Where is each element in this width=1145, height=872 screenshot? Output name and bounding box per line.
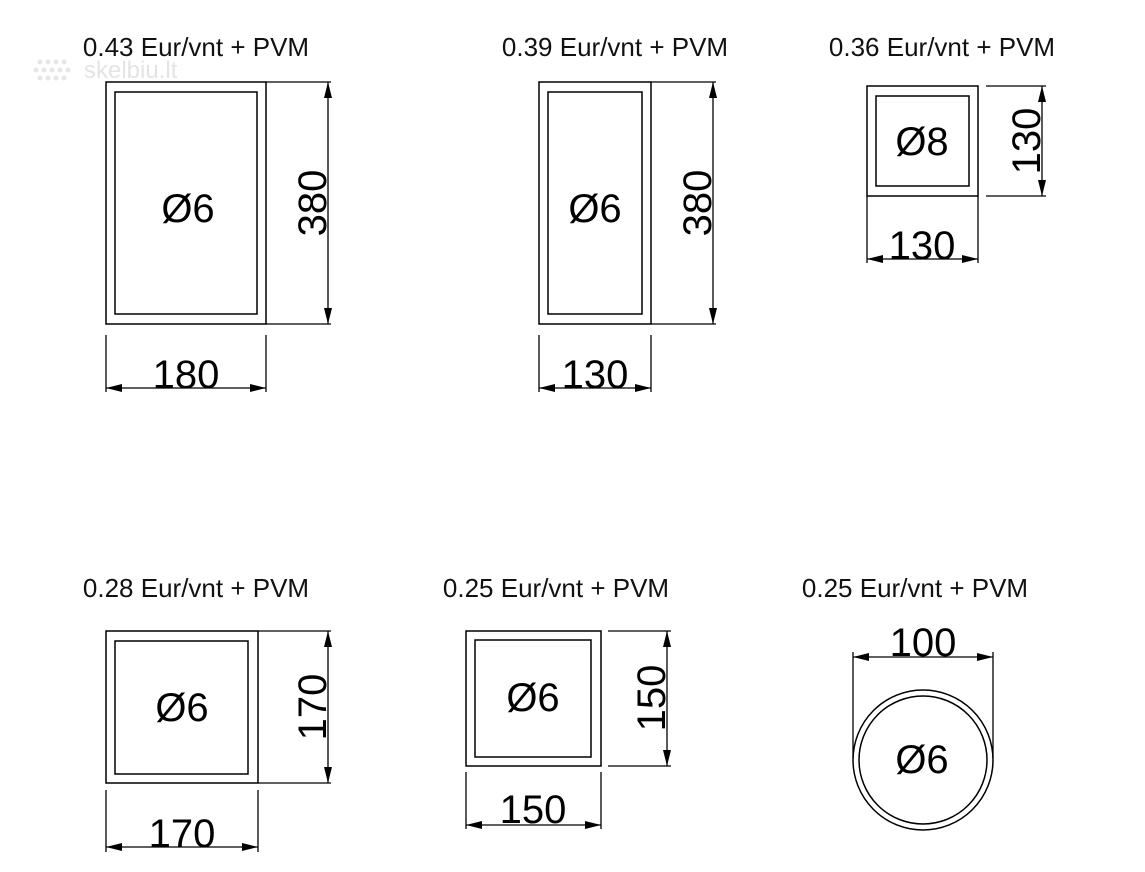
arrowhead [242, 843, 258, 851]
arrowhead [853, 653, 869, 661]
arrowhead [663, 631, 671, 647]
height-label: 170 [291, 674, 335, 741]
item-rect-130x380: 0.39 Eur/vnt + PVM Ø6 380 130 [502, 32, 728, 397]
arrowhead [324, 631, 332, 647]
arrowhead [539, 384, 555, 392]
width-label: 130 [889, 224, 956, 268]
arrowhead [663, 750, 671, 766]
width-label: 150 [500, 788, 567, 832]
item-price: 0.39 Eur/vnt + PVM [502, 32, 728, 62]
width-label: 170 [149, 812, 216, 856]
arrowhead [709, 308, 717, 324]
diameter-label: Ø6 [506, 676, 559, 720]
arrowhead [466, 821, 482, 829]
height-label: 130 [1005, 108, 1049, 175]
item-price: 0.28 Eur/vnt + PVM [83, 573, 309, 603]
diameter-label: Ø8 [895, 120, 948, 164]
arrowhead [709, 82, 717, 98]
outer-frame [538, 81, 652, 325]
height-label: 150 [630, 665, 674, 732]
arrowhead [1038, 86, 1046, 102]
outer-frame [105, 81, 267, 325]
arrowhead [585, 821, 601, 829]
arrowhead [324, 767, 332, 783]
arrowhead [635, 384, 651, 392]
diameter-label: Ø6 [155, 686, 208, 730]
outer-frame [105, 630, 259, 784]
inner-frame [474, 639, 592, 758]
item-circle-100: 0.25 Eur/vnt + PVM Ø6 100 [802, 573, 1028, 831]
outer-ring [852, 689, 994, 831]
inner-frame [875, 95, 970, 187]
diameter-label: Ø6 [895, 738, 948, 782]
arrowhead [867, 255, 883, 263]
item-price: 0.25 Eur/vnt + PVM [443, 573, 669, 603]
item-square-150: 0.25 Eur/vnt + PVM Ø6 150 150 [443, 573, 674, 832]
diameter-label: Ø6 [161, 187, 214, 231]
item-square-130: 0.36 Eur/vnt + PVM Ø8 130 130 [829, 32, 1055, 268]
watermark: skelbiu.lt [33, 57, 178, 84]
width-label: 180 [153, 353, 220, 397]
width-label: 100 [890, 621, 957, 665]
item-square-170: 0.28 Eur/vnt + PVM Ø6 170 170 [83, 573, 335, 856]
arrowhead [106, 384, 122, 392]
arrowhead [1038, 180, 1046, 196]
arrowhead [250, 384, 266, 392]
arrowhead [106, 843, 122, 851]
inner-ring [858, 695, 988, 825]
item-price: 0.25 Eur/vnt + PVM [802, 573, 1028, 603]
arrowhead [324, 82, 332, 98]
outer-frame [866, 85, 979, 197]
arrowhead [977, 653, 993, 661]
item-price: 0.36 Eur/vnt + PVM [829, 32, 1055, 62]
inner-frame [547, 91, 643, 315]
inner-frame [114, 640, 249, 775]
diameter-label: Ø6 [568, 187, 621, 231]
item-price: 0.43 Eur/vnt + PVM [83, 32, 309, 62]
height-label: 380 [291, 170, 335, 237]
outer-frame [465, 630, 602, 767]
arrowhead [324, 308, 332, 324]
watermark-logo-icon [33, 59, 71, 81]
height-label: 380 [676, 170, 720, 237]
arrowhead [962, 255, 978, 263]
inner-frame [114, 91, 258, 315]
width-label: 130 [562, 353, 629, 397]
watermark-text: skelbiu.lt [84, 57, 178, 84]
item-rect-180x380: 0.43 Eur/vnt + PVM Ø6 380 180 [83, 32, 335, 397]
